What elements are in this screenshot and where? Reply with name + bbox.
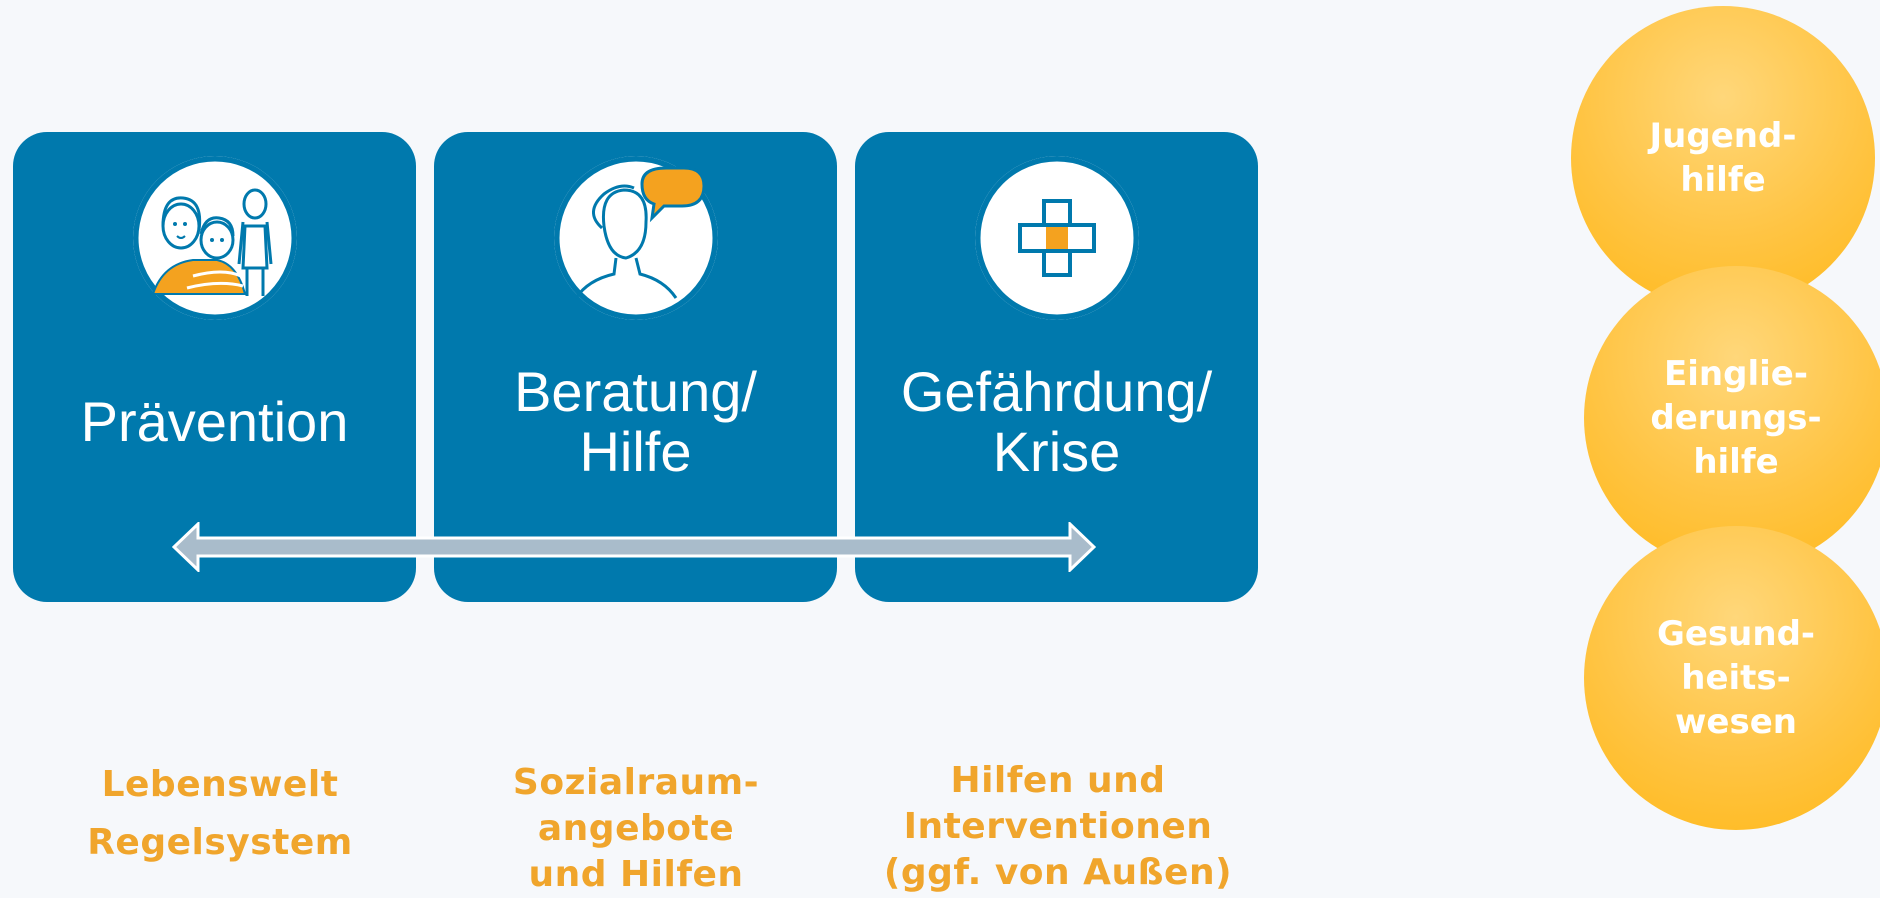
label-line: Hilfen und <box>950 760 1166 801</box>
stage-title: Gefährdung/ Krise <box>855 337 1258 507</box>
speech-bubble-person-icon <box>556 158 715 318</box>
stage-title: Beratung/ Hilfe <box>434 337 837 507</box>
stage-card-gefaehrdung: Gefährdung/ Krise <box>855 132 1258 602</box>
stage-badge <box>974 156 1139 320</box>
stage-title-line: Beratung/ <box>514 360 757 423</box>
double-arrow-icon <box>172 522 1096 572</box>
system-circle-gesundheitswesen: Gesund- heits- wesen <box>1584 526 1880 830</box>
cross-icon <box>977 158 1136 318</box>
system-circle-eingliederungshilfe: Eingliе- derungs- hilfe <box>1584 266 1880 570</box>
stage-badge <box>132 156 297 320</box>
label-line: Interventionen <box>903 806 1213 847</box>
circle-line: heits- <box>1681 658 1791 698</box>
family-icon <box>135 158 294 318</box>
bottom-label-sozialraum: Sozialraum- angebote und Hilfen <box>456 760 816 898</box>
circle-line: hilfe <box>1693 442 1779 482</box>
label-line: angebote <box>537 808 735 849</box>
stage-title-line: Krise <box>992 420 1121 483</box>
stage-title: Prävention <box>13 337 416 507</box>
label-line: Lebenswelt <box>101 764 339 805</box>
stage-title-line: Hilfe <box>579 420 692 483</box>
stage-title-line: Gefährdung/ <box>900 360 1213 423</box>
stage-card-praevention: Prävention <box>13 132 416 602</box>
bottom-label-hilfen: Hilfen und Interventionen (ggf. von Auße… <box>858 758 1258 896</box>
stage-title-line: Prävention <box>80 390 349 453</box>
stage-badge <box>553 156 718 320</box>
circle-line: wesen <box>1675 702 1797 742</box>
system-circle-jugendhilfe: Jugend- hilfe <box>1571 6 1875 310</box>
bottom-label-lebenswelt: Lebenswelt Regelsystem <box>40 756 400 872</box>
label-line: (ggf. von Außen) <box>883 852 1233 893</box>
circle-line: Gesund- <box>1656 614 1816 654</box>
stage-card-beratung: Beratung/ Hilfe <box>434 132 837 602</box>
label-line: Sozialraum- <box>512 762 760 803</box>
label-line: Regelsystem <box>87 822 353 863</box>
circle-line: hilfe <box>1680 160 1766 200</box>
circle-line: derungs- <box>1650 398 1822 438</box>
circle-line: Jugend- <box>1649 116 1797 156</box>
circle-line: Eingliе- <box>1664 354 1808 394</box>
label-line: und Hilfen <box>528 854 744 895</box>
